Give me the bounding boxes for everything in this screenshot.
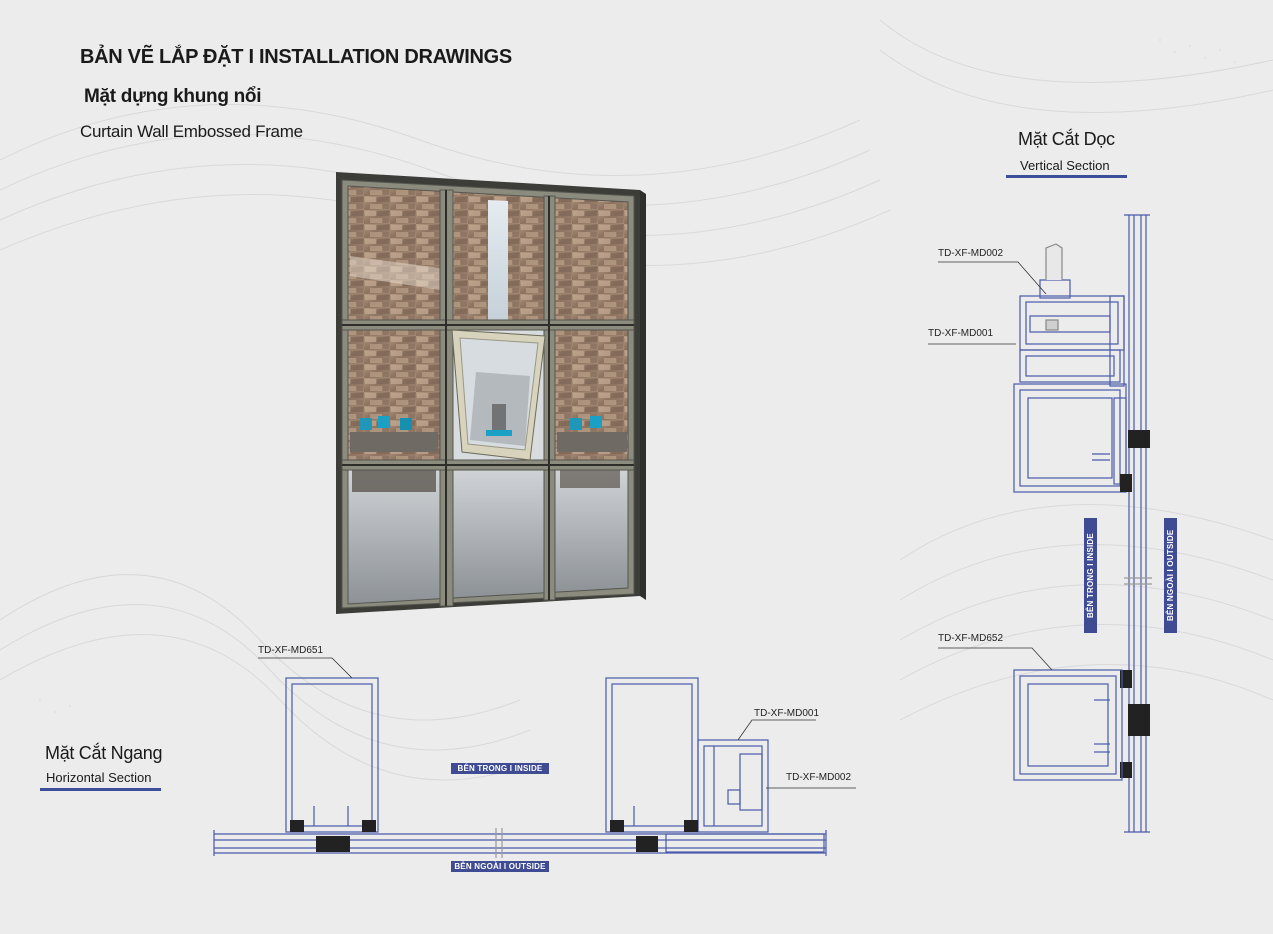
outside-label-vertical: BÊN NGOÀI I OUTSIDE [1164, 518, 1177, 633]
inside-label-vertical: BÊN TRONG I INSIDE [1084, 518, 1097, 633]
curtain-wall-render [336, 172, 646, 614]
horizontal-section-gaskets [290, 820, 698, 852]
code-label-vertical-middle: TD-XF-MD001 [928, 328, 994, 339]
vertical-section-gaskets [1120, 430, 1150, 778]
product-name-vn: Mặt dựng khung nổi [84, 86, 262, 107]
vertical-section-underline [1006, 175, 1127, 178]
vertical-section-lower-box [1013, 669, 1123, 781]
outside-label-horizontal: BÊN NGOÀI I OUTSIDE [451, 861, 549, 872]
code-label-horizontal-left: TD-XF-MD651 [258, 645, 324, 656]
inside-label-horizontal: BÊN TRONG I INSIDE [451, 763, 549, 774]
vertical-section-title: Mặt Cắt Dọc [1018, 129, 1115, 149]
product-name-en: Curtain Wall Embossed Frame [80, 122, 303, 141]
code-label-horizontal-right-bottom: TD-XF-MD002 [786, 772, 852, 783]
vertical-section-subtitle: Vertical Section [1020, 158, 1110, 173]
code-label-vertical-bottom: TD-XF-MD652 [938, 633, 1004, 644]
code-label-horizontal-right-top: TD-XF-MD001 [754, 708, 820, 719]
horizontal-section-subtitle: Horizontal Section [46, 770, 152, 785]
code-label-vertical-top: TD-XF-MD002 [938, 248, 1004, 259]
vertical-section-drawing [1013, 214, 1152, 833]
page-title: BẢN VẼ LẮP ĐẶT I INSTALLATION DRAWINGS [80, 46, 512, 68]
horizontal-section-title: Mặt Cắt Ngang [45, 743, 163, 763]
awning-window [451, 329, 546, 461]
horizontal-section-underline [40, 788, 161, 791]
